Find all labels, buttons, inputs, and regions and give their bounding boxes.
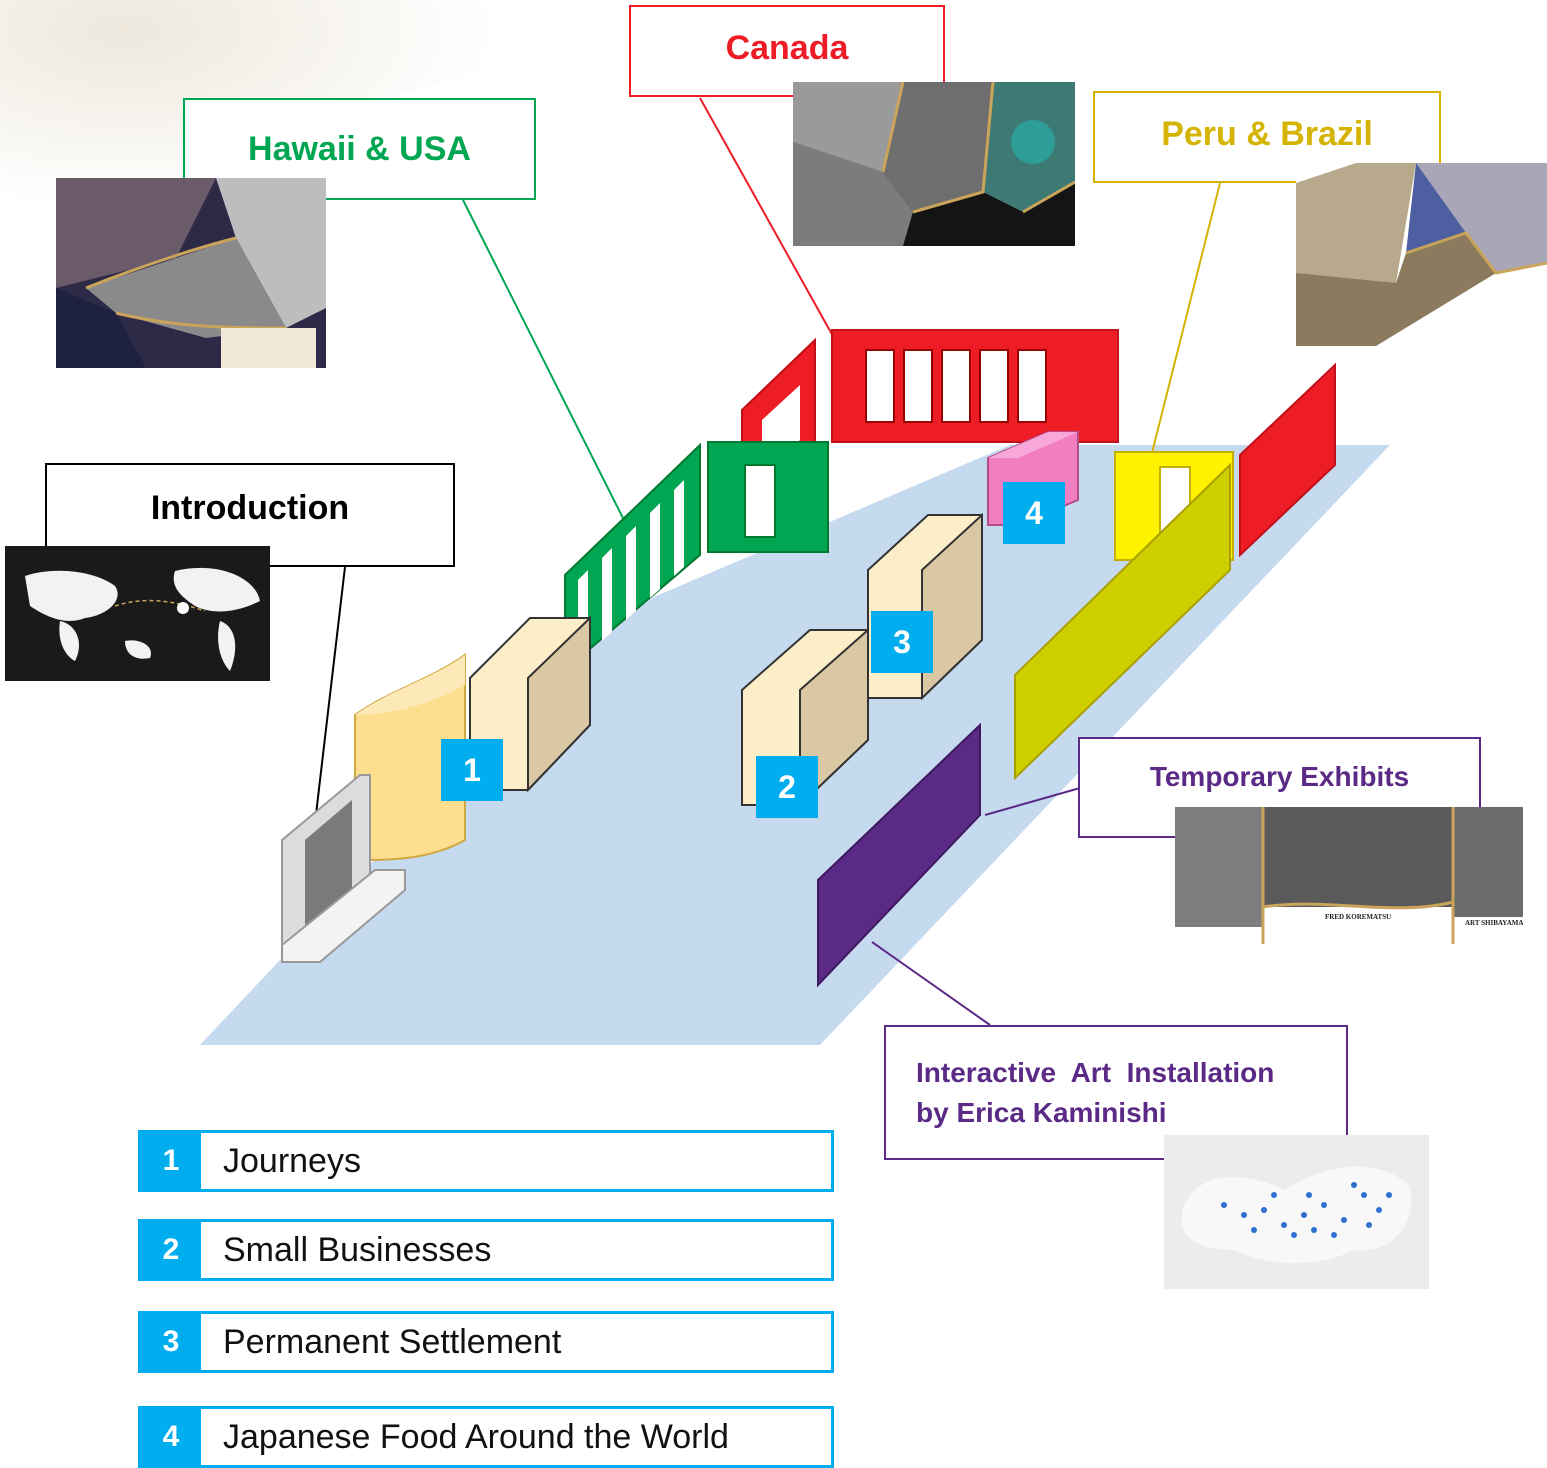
interactive-art-label-line2: by Erica Kaminishi	[916, 1097, 1167, 1128]
temporary-caption-right: ART SHIBAYAMA	[1465, 919, 1523, 927]
peru-long-wall	[1014, 462, 1231, 781]
peru-brazil-photo-collage	[1296, 163, 1547, 346]
marker-2: 2	[756, 756, 818, 818]
interactive-art-photo	[1164, 1135, 1429, 1289]
food-display-case-top	[988, 432, 1078, 458]
legend-number: 4	[141, 1409, 201, 1465]
temporary-caption-left: FRED KOREMATSU	[1325, 913, 1391, 921]
canada-collage-art	[793, 82, 1075, 246]
temporary-photo-art: FRED KOREMATSU ART SHIBAYAMA	[1175, 807, 1523, 944]
legend-item-permanent-settlement: 3 Permanent Settlement	[138, 1311, 834, 1373]
hawaii-photo-collage	[56, 178, 326, 368]
legend-item-japanese-food: 4 Japanese Food Around the World	[138, 1406, 834, 1468]
world-map-art	[5, 546, 270, 681]
peru-collage-art	[1296, 163, 1547, 346]
temporary-exhibits-photo: FRED KOREMATSU ART SHIBAYAMA	[1175, 807, 1523, 944]
legend-label: Small Businesses	[223, 1230, 492, 1269]
intro-curved-wall-top	[355, 655, 465, 715]
hawaii-slat	[602, 548, 612, 641]
canada-label: Canada	[725, 29, 849, 67]
canada-photo-collage	[793, 82, 1075, 246]
hawaii-slat	[674, 480, 684, 576]
legend-number: 1	[141, 1133, 201, 1189]
marker-4: 4	[1003, 482, 1065, 544]
intro-connector-line	[312, 566, 346, 841]
canada-window	[865, 349, 895, 423]
hawaii-slat	[650, 503, 660, 598]
canada-window	[941, 349, 971, 423]
canada-callout: Canada	[629, 5, 945, 97]
canada-connector-line	[699, 97, 835, 339]
legend-item-journeys: 1 Journeys	[138, 1130, 834, 1192]
interactive-art-label-line1: Interactive Art Installation	[916, 1057, 1275, 1088]
introduction-label: Introduction	[150, 489, 350, 527]
temporary-connector-line	[984, 787, 1081, 816]
hawaii-connector-line	[462, 199, 631, 533]
legend-number: 2	[141, 1222, 201, 1278]
art-connector-line	[871, 941, 991, 1026]
intro-kiosk-screen	[305, 800, 352, 925]
legend-label: Journeys	[223, 1141, 361, 1180]
temporary-exhibits-label: Temporary Exhibits	[1149, 761, 1410, 792]
canada-right-wall	[1239, 362, 1336, 558]
intro-kiosk-base	[281, 869, 406, 963]
interactive-art-photo-art	[1164, 1135, 1429, 1289]
hawaii-slat	[626, 526, 636, 620]
journeys-case-side	[527, 615, 591, 793]
paper-texture	[0, 0, 620, 300]
peru-brazil-label: Peru & Brazil	[1161, 115, 1373, 153]
temporary-exhibit-wall	[817, 722, 981, 988]
hawaii-doorway	[744, 464, 776, 538]
hawaii-usa-label: Hawaii & USA	[248, 129, 471, 168]
hawaii-collage-art	[56, 178, 326, 368]
interactive-art-callout: Interactive Art Installation by Erica Ka…	[884, 1025, 1348, 1160]
marker-3: 3	[871, 611, 933, 673]
introduction-world-map	[5, 546, 270, 681]
canada-window	[1017, 349, 1047, 423]
canada-window	[979, 349, 1009, 423]
canada-window	[903, 349, 933, 423]
legend-item-small-businesses: 2 Small Businesses	[138, 1219, 834, 1281]
marker-1: 1	[441, 739, 503, 801]
legend-label: Japanese Food Around the World	[223, 1417, 729, 1456]
legend-number: 3	[141, 1314, 201, 1370]
legend-label: Permanent Settlement	[223, 1322, 562, 1361]
